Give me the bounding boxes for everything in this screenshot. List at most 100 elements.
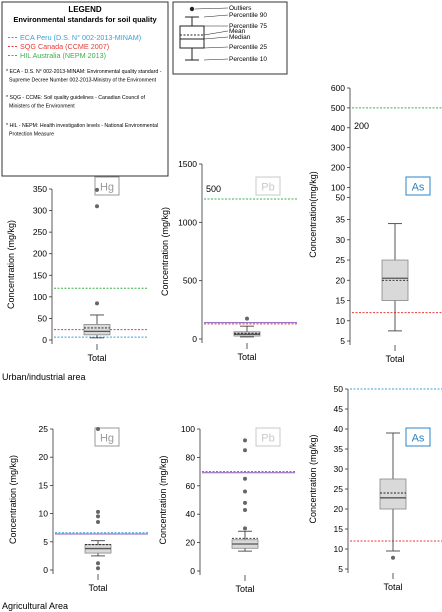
section-label-agricultural: Agricultural Area bbox=[2, 601, 68, 611]
y-tick-label: 10 bbox=[334, 544, 344, 554]
y-tick-label: 25 bbox=[334, 484, 344, 494]
annotation-label: 500 bbox=[206, 184, 221, 194]
y-tick-label: 50 bbox=[334, 384, 344, 394]
y-tick-label: 1000 bbox=[178, 217, 197, 227]
section-label-urban: Urban/industrial area bbox=[2, 372, 86, 382]
legend-entry-0: ECA Peru (D.S. N° 002-2013-MINAM) bbox=[20, 33, 141, 42]
legend-footnote-1-0: * SQG - CCME: Soil quality guidelines - … bbox=[6, 95, 146, 101]
y-tick-label: 1500 bbox=[178, 159, 197, 169]
outlier-point bbox=[95, 204, 99, 209]
y-tick-label: 0 bbox=[192, 334, 197, 344]
y-tick-label: 35 bbox=[334, 444, 344, 454]
y-tick-label: 15 bbox=[336, 296, 346, 306]
element-tag-box bbox=[255, 427, 281, 447]
box-iqr bbox=[83, 324, 111, 336]
x-tick-label: Total bbox=[385, 354, 404, 364]
legend-entry-1: SQG Canada (CCME 2007) bbox=[20, 42, 109, 51]
y-tick-label: 500 bbox=[331, 103, 345, 113]
y-tick-label: 600 bbox=[331, 83, 345, 93]
x-tick-label: Total bbox=[235, 584, 254, 594]
y-tick-label: 300 bbox=[331, 143, 345, 153]
y-axis-label: Concentration (mg/kg) bbox=[8, 455, 18, 544]
y-tick-label: 60 bbox=[186, 481, 196, 491]
key-label-5: Percentile 25 bbox=[229, 44, 267, 51]
y-tick-label: 150 bbox=[33, 270, 47, 280]
outlier-point bbox=[243, 500, 247, 505]
y-tick-label: 5 bbox=[338, 564, 343, 574]
legend-footnote-2-0: * HIL - NEPM: Health investigation level… bbox=[6, 123, 158, 129]
y-axis-label: Concentration(mg/kg) bbox=[308, 171, 318, 258]
element-tag-box bbox=[94, 427, 120, 447]
outlier-point bbox=[96, 561, 100, 566]
y-tick-label: 10 bbox=[336, 316, 346, 326]
legend-footnote-2-1: Protection Measure bbox=[9, 132, 54, 138]
key-leader-6 bbox=[203, 58, 229, 61]
legend-footnote-0-0: * ECA - D.S. N° 002-2013-MINAM: Environm… bbox=[6, 69, 162, 75]
y-axis-label: Concentration (mg/kg) bbox=[160, 207, 170, 296]
y-tick-label: 35 bbox=[336, 215, 346, 225]
y-tick-label: 0 bbox=[43, 565, 48, 575]
y-tick-label: 30 bbox=[334, 464, 344, 474]
y-tick-label: 200 bbox=[331, 163, 345, 173]
element-tag: As bbox=[412, 433, 425, 445]
element-tag-box bbox=[94, 176, 120, 196]
key-outlier bbox=[189, 6, 195, 12]
y-tick-label: 15 bbox=[334, 524, 344, 534]
y-axis-label: Concentration (mg/kg) bbox=[158, 455, 168, 544]
outlier-point bbox=[245, 316, 249, 321]
key-label-4: Median bbox=[229, 34, 251, 41]
y-tick-label: 5 bbox=[340, 336, 345, 346]
key-label-2: Percentile 75 bbox=[229, 23, 267, 30]
outlier-point bbox=[96, 509, 100, 514]
y-tick-label: 100 bbox=[181, 424, 195, 434]
outlier-point bbox=[95, 301, 99, 306]
legend-footnote-0-1: Supreme Decree Number 002-2013-Ministry … bbox=[9, 78, 157, 84]
y-tick-label: 250 bbox=[33, 227, 47, 237]
element-tag: Hg bbox=[100, 433, 114, 445]
y-tick-label: 100 bbox=[33, 292, 47, 302]
key-leader-3 bbox=[203, 30, 229, 36]
element-tag-box bbox=[405, 427, 431, 447]
y-tick-label: 45 bbox=[334, 404, 344, 414]
x-tick-label: Total bbox=[383, 582, 402, 592]
legend-entry-2: HIL Australia (NEPM 2013) bbox=[20, 51, 106, 60]
key-leader-5 bbox=[203, 46, 229, 49]
key-label-1: Percentile 90 bbox=[229, 12, 267, 19]
key-leader-4 bbox=[203, 36, 229, 40]
y-tick-label: 25 bbox=[336, 255, 346, 265]
y-tick-label: 50 bbox=[38, 313, 48, 323]
x-tick-label: Total bbox=[87, 353, 106, 363]
outlier-point bbox=[96, 520, 100, 525]
y-tick-label: 25 bbox=[39, 424, 49, 434]
element-tag: Pb bbox=[261, 433, 274, 445]
outlier-point bbox=[391, 555, 395, 560]
x-tick-label: Total bbox=[88, 583, 107, 593]
y-tick-label: 15 bbox=[39, 480, 49, 490]
y-tick-label: 400 bbox=[331, 123, 345, 133]
legend-subtitle: Environmental standards for soil quality bbox=[13, 15, 157, 24]
key-label-3: Mean bbox=[229, 28, 246, 35]
y-axis-label: Concentration (mg/kg) bbox=[6, 220, 16, 309]
element-tag-box bbox=[405, 176, 431, 196]
key-box bbox=[179, 25, 205, 49]
outlier-point bbox=[243, 476, 247, 481]
outlier-point bbox=[243, 507, 247, 512]
y-tick-label: 200 bbox=[33, 249, 47, 259]
y-tick-label: 0 bbox=[42, 335, 47, 345]
key-label-0: Outliers bbox=[229, 5, 252, 12]
legend-title: LEGEND bbox=[68, 5, 102, 14]
y-tick-label: 500 bbox=[183, 276, 197, 286]
y-tick-label: 80 bbox=[186, 452, 196, 462]
y-tick-label: 300 bbox=[33, 206, 47, 216]
outlier-point bbox=[243, 526, 247, 531]
y-tick-label: 350 bbox=[33, 184, 47, 194]
y-tick-label: 20 bbox=[336, 275, 346, 285]
outlier-point bbox=[96, 514, 100, 519]
outlier-point bbox=[243, 438, 247, 443]
y-tick-label: 20 bbox=[334, 504, 344, 514]
